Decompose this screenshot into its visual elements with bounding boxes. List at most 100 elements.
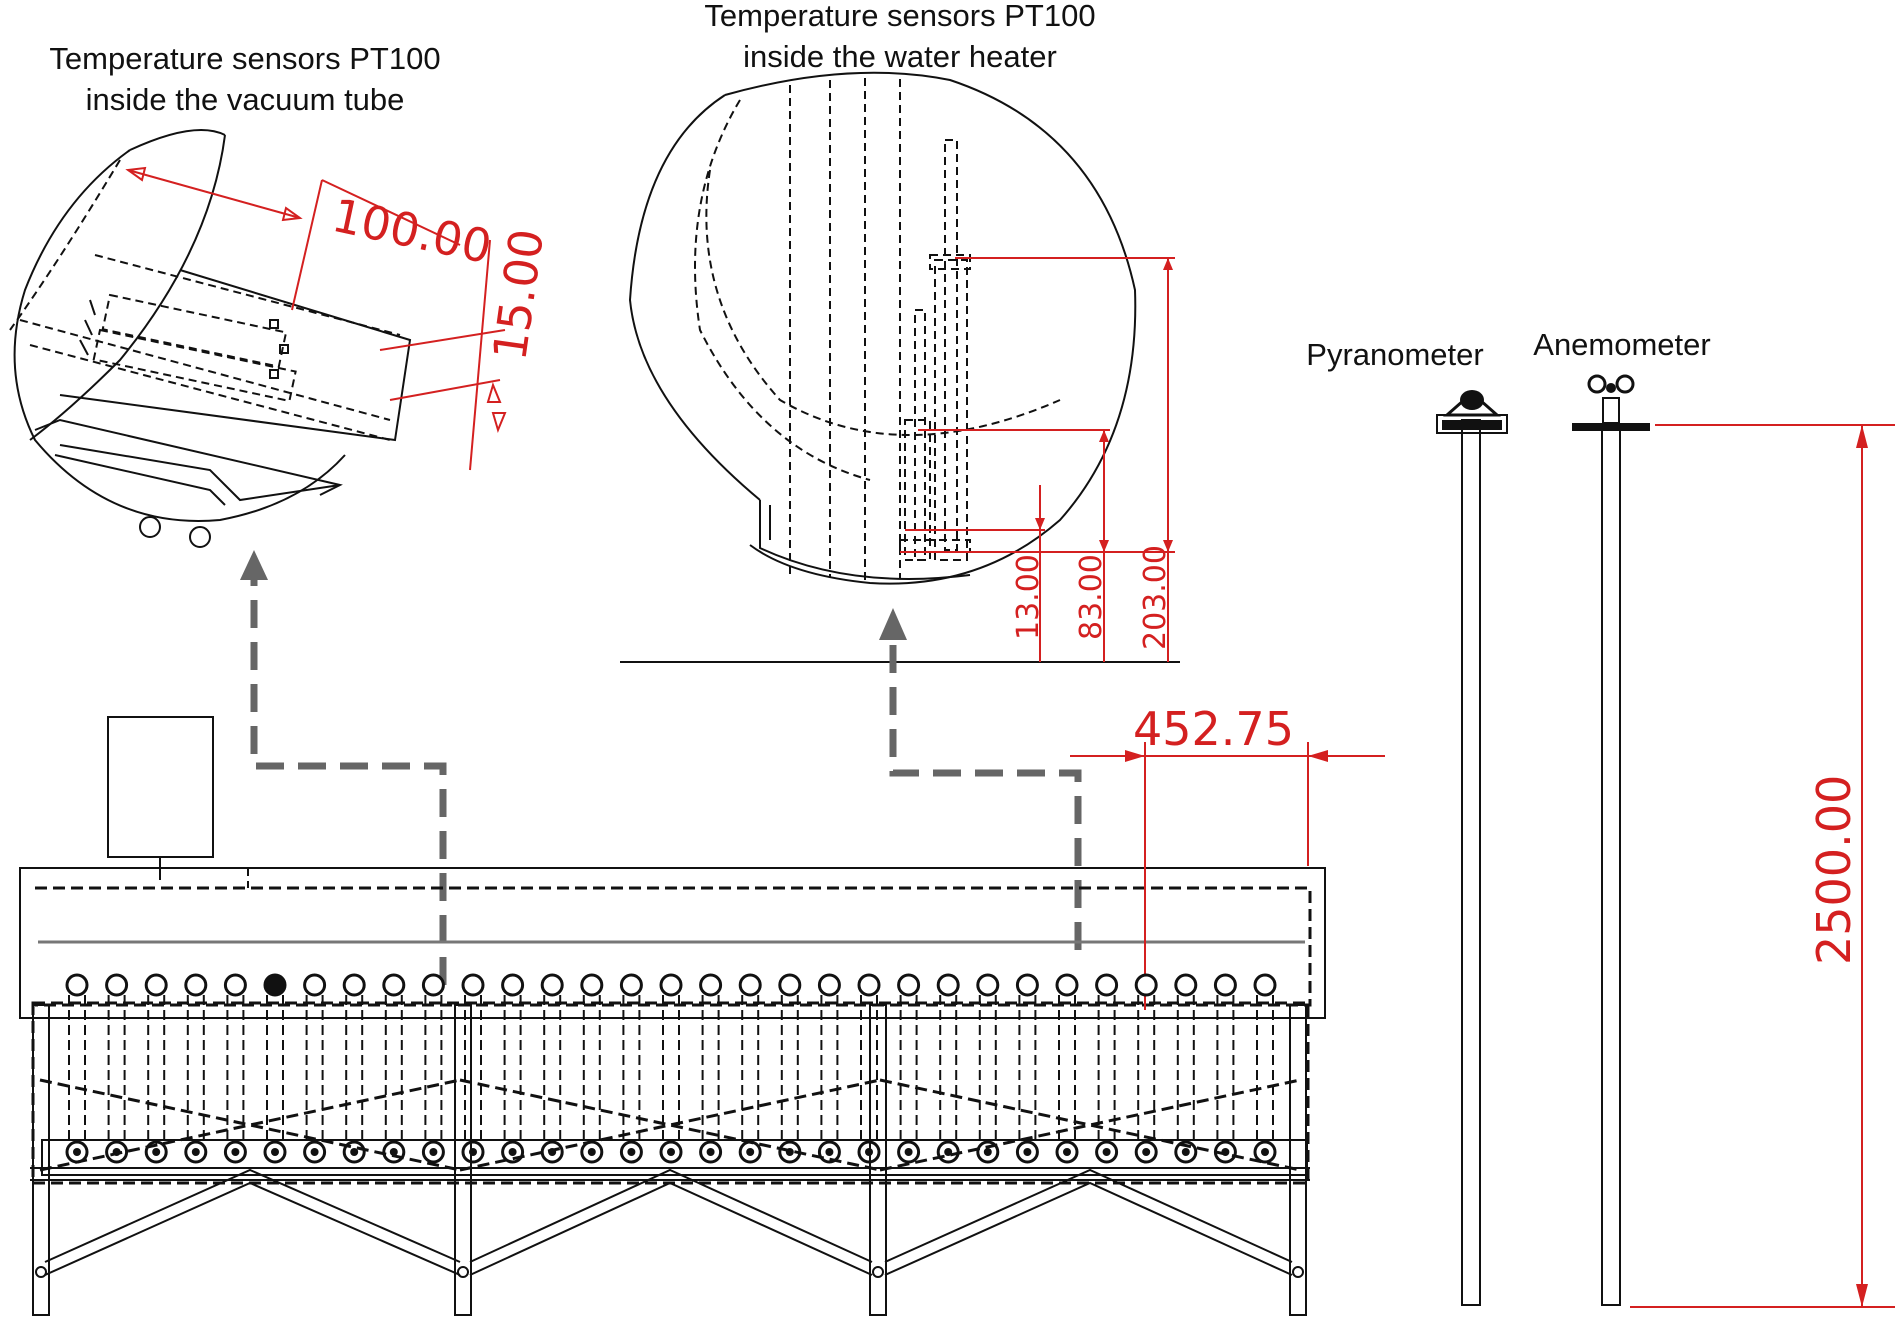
tube-body (226, 995, 245, 1140)
tube-body (1097, 995, 1116, 1140)
tube-bottom-hub (667, 1148, 675, 1156)
vacuum-tube (303, 973, 327, 1140)
vacuum-tube (263, 973, 287, 1140)
tube-top-end (1253, 973, 1277, 997)
tube-body (1176, 995, 1195, 1140)
tube-bottom-hub (73, 1148, 81, 1156)
vacuum-tube (817, 973, 841, 1140)
tube-body (860, 995, 878, 1140)
water-heater-tank (19, 867, 1326, 1019)
tube-top-end (976, 973, 1000, 997)
tube-bottom-hub (508, 1148, 517, 1156)
vacuum-tube (342, 973, 366, 1140)
vacuum-tube (105, 973, 129, 1140)
controller-box (107, 716, 214, 858)
tube-top-end (1055, 973, 1079, 997)
heater-high-dimension: 203.00 (1138, 545, 1173, 650)
tube-top-end (303, 973, 327, 997)
tube-top-end (421, 973, 445, 997)
tube-body (978, 995, 997, 1140)
tube-bottom-hub (350, 1148, 359, 1156)
tube-body (662, 995, 680, 1140)
tube-top-end (897, 973, 921, 997)
tube-top-end (540, 973, 564, 997)
tube-bottom-hub (1142, 1148, 1151, 1156)
tube-tops (65, 973, 1277, 1140)
tube-top-end (342, 973, 366, 997)
tube-bottom-hub (310, 1148, 319, 1156)
tube-bottom-hub (429, 1148, 438, 1156)
vacuum-tube (144, 973, 168, 1140)
vacuum-tube (976, 973, 1000, 1140)
tube-body (147, 995, 166, 1140)
tube-top-end (580, 973, 604, 997)
tube-top-end (65, 973, 89, 997)
vacuum-tube (1095, 973, 1119, 1140)
tube-body (107, 995, 126, 1140)
tube-body (464, 995, 482, 1140)
tube-top-end (1174, 973, 1198, 997)
tube-bottom-hub (1261, 1148, 1269, 1156)
tube-bottom-hub (231, 1148, 240, 1156)
vacuum-tube (857, 973, 881, 1140)
tube-top-end (778, 973, 802, 997)
tube-top-end (461, 973, 485, 997)
tube-top-end (936, 973, 960, 997)
vacuum-tube-label-line1: Temperature sensors PT100 (49, 41, 440, 76)
mast-height-dimension-group: 2500.00 (1630, 424, 1895, 1308)
vacuum-tube (1055, 973, 1079, 1140)
tube-body (1216, 995, 1235, 1140)
vacuum-tube (65, 973, 89, 1140)
tube-top-end (1134, 973, 1158, 997)
tube-top-end (699, 973, 723, 997)
vacuum-tube-label-line2: inside the vacuum tube (86, 82, 405, 117)
tube-body (820, 995, 839, 1140)
pyranometer-mast (1436, 390, 1508, 1306)
tube-top-end (619, 973, 643, 997)
tube-body (1058, 995, 1076, 1140)
tube-top-end (659, 973, 683, 997)
tube-body (503, 995, 522, 1140)
tube-body (305, 995, 324, 1140)
tube-bottom-hub (627, 1148, 636, 1156)
tube-body (384, 995, 403, 1140)
tube-body (1137, 995, 1156, 1140)
collector-frame (30, 1001, 1310, 1316)
tube-body (741, 995, 760, 1140)
tube-top-end (184, 973, 208, 997)
vacuum-tube (1253, 973, 1277, 1140)
tube-top-end (1015, 973, 1039, 997)
tube-bottom-hub (1181, 1148, 1190, 1156)
tube-bottom-hub (1063, 1148, 1071, 1156)
tube-bottom-hub (389, 1148, 398, 1156)
tube-top-end (263, 973, 287, 997)
tube-top-end (857, 973, 881, 997)
pyranometer-label: Pyranometer (1306, 337, 1483, 372)
vacuum-tube (540, 973, 564, 1140)
water-heater-label-line2: inside the water heater (743, 39, 1057, 74)
tube-bottom-hub (1023, 1148, 1032, 1156)
tube-bottom-hub (271, 1148, 279, 1156)
tube-body (68, 995, 86, 1140)
vacuum-tube (897, 973, 921, 1140)
vacuum-tube (936, 973, 960, 1140)
tube-offset-dimension: 15.00 (482, 226, 554, 364)
tube-bottom-hub (825, 1148, 834, 1156)
water-heater-detail-circle: 13.00 83.00 203.00 (620, 71, 1180, 663)
heater-low-dimension: 13.00 (1011, 554, 1046, 640)
vacuum-tube (1174, 973, 1198, 1140)
vacuum-tube (501, 973, 525, 1140)
tube-body (1018, 995, 1037, 1140)
tube-body (186, 995, 205, 1140)
vacuum-tube (223, 973, 247, 1140)
tube-body (780, 995, 799, 1140)
tube-bottom-hub (587, 1148, 596, 1156)
tube-body (899, 995, 918, 1140)
tube-body (266, 995, 284, 1140)
vacuum-tube (659, 973, 683, 1140)
tube-bottom-hub (706, 1148, 715, 1156)
anemometer-label: Anemometer (1533, 327, 1710, 362)
tube-body (582, 995, 601, 1140)
vacuum-tube (1015, 973, 1039, 1140)
tube-bottom-hub (1102, 1148, 1111, 1156)
